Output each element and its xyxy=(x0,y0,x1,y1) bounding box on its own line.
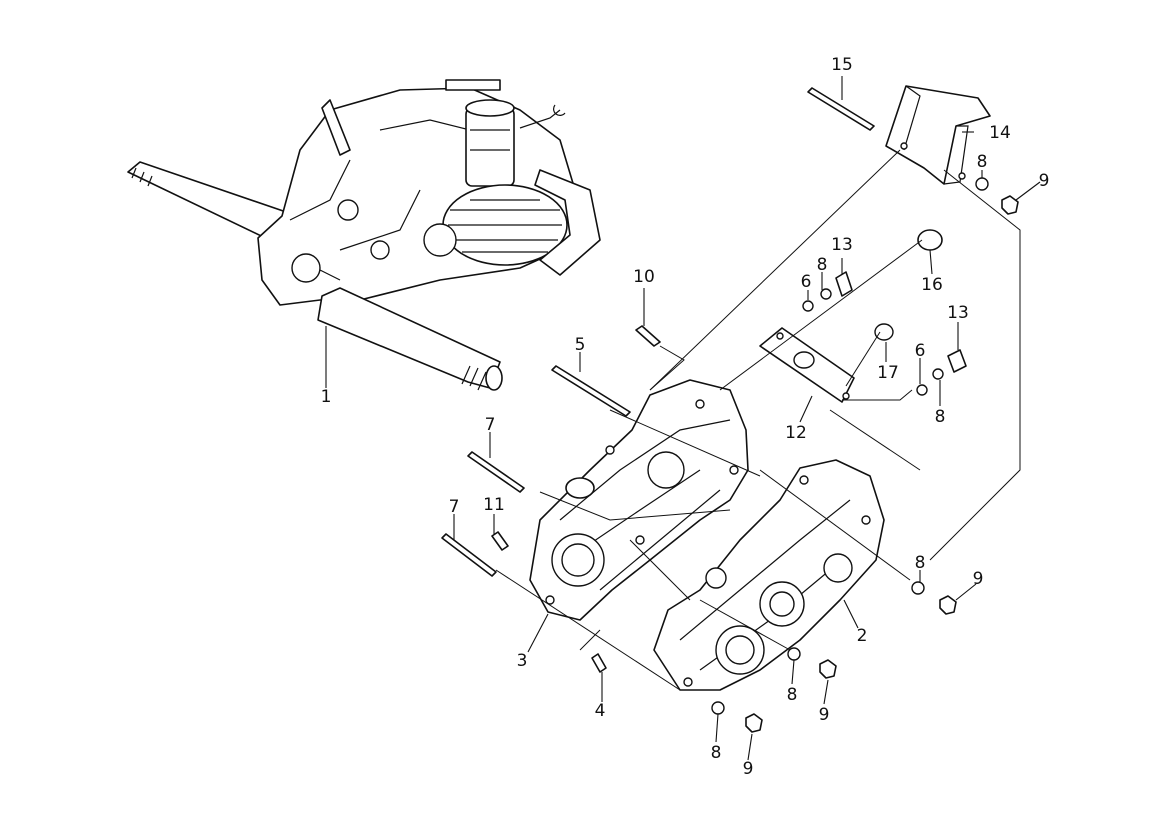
callout-1: 1 xyxy=(321,387,332,407)
callout-6-right: 6 xyxy=(915,341,926,361)
callout-5: 5 xyxy=(575,335,586,355)
bracket xyxy=(885,85,991,185)
transaxle-assembly xyxy=(127,79,601,391)
callout-7-upper: 7 xyxy=(485,415,496,435)
callout-9-case-bottom: 9 xyxy=(819,705,830,725)
callout-9-bottom: 9 xyxy=(743,759,754,779)
cover-plate xyxy=(759,327,855,403)
callout-8-bracket: 8 xyxy=(977,152,988,172)
right-case-half xyxy=(653,459,885,691)
callout-8-upper: 8 xyxy=(817,255,828,275)
callout-13-upper: 13 xyxy=(831,235,853,255)
leader-lines xyxy=(325,76,1041,761)
callout-12: 12 xyxy=(785,423,807,443)
callout-15: 15 xyxy=(831,55,853,75)
left-case-half xyxy=(529,379,749,621)
callout-8-case-bottom: 8 xyxy=(787,685,798,705)
callout-8-bottom: 8 xyxy=(711,743,722,763)
callout-10: 10 xyxy=(633,267,655,287)
callout-9-bracket: 9 xyxy=(1039,171,1050,191)
callout-14: 14 xyxy=(989,123,1011,143)
callout-4: 4 xyxy=(595,701,606,721)
callout-8-plate: 8 xyxy=(935,407,946,427)
callout-6-upper: 6 xyxy=(801,272,812,292)
callout-9-case-right: 9 xyxy=(973,569,984,589)
callout-16: 16 xyxy=(921,275,943,295)
callout-2: 2 xyxy=(857,626,868,646)
callout-3: 3 xyxy=(517,651,528,671)
assembly-lines xyxy=(495,149,1021,691)
callout-labels: 1 2 3 4 5 6 6 7 7 8 8 8 8 8 8 9 9 9 9 10… xyxy=(321,55,1050,779)
callout-17: 17 xyxy=(877,363,899,383)
callout-7-lower: 7 xyxy=(449,497,460,517)
callout-11: 11 xyxy=(483,495,505,515)
hardware xyxy=(441,87,1019,733)
callout-8-case-right: 8 xyxy=(915,553,926,573)
callout-13-right: 13 xyxy=(947,303,969,323)
